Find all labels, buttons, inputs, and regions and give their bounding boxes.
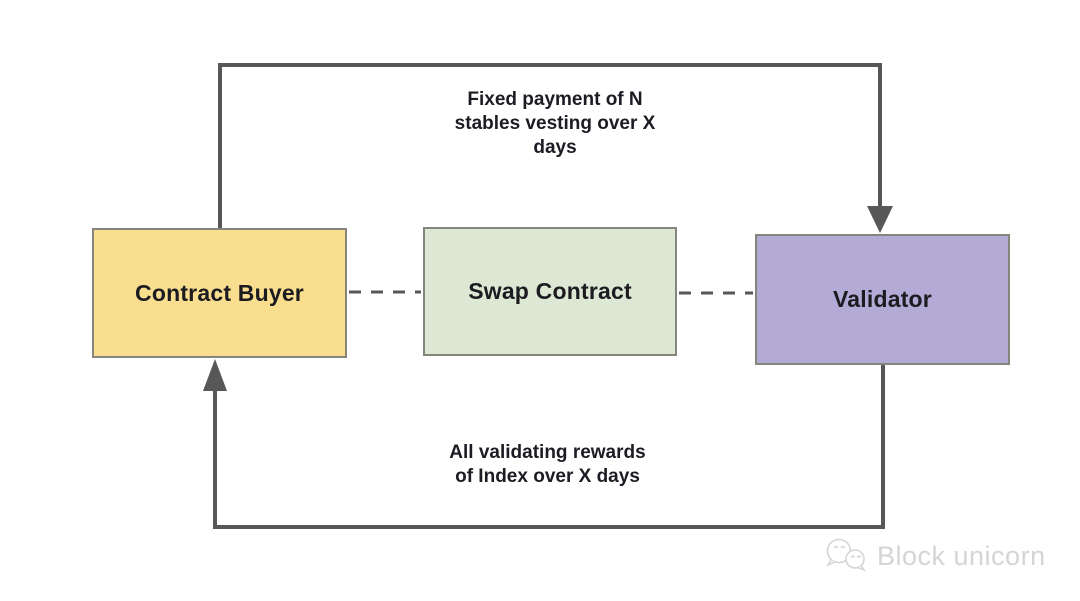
node-swap-contract-label: Swap Contract	[468, 278, 632, 304]
arrowhead-up-icon	[203, 359, 227, 391]
node-validator-label: Validator	[833, 286, 932, 312]
node-validator: Validator	[755, 234, 1010, 365]
watermark: Block unicorn	[822, 536, 1046, 576]
node-swap-contract: Swap Contract	[423, 227, 677, 356]
watermark-text: Block unicorn	[877, 540, 1046, 571]
arrowhead-down-icon	[867, 206, 893, 233]
edge-label-fixed-payment: Fixed payment of N stables vesting over …	[454, 89, 656, 158]
node-contract-buyer: Contract Buyer	[92, 228, 347, 358]
node-contract-buyer-label: Contract Buyer	[135, 279, 304, 306]
edge-label-validating-rewards: All validating rewards of Index over X d…	[449, 442, 646, 487]
chat-bubbles-icon	[826, 538, 867, 572]
